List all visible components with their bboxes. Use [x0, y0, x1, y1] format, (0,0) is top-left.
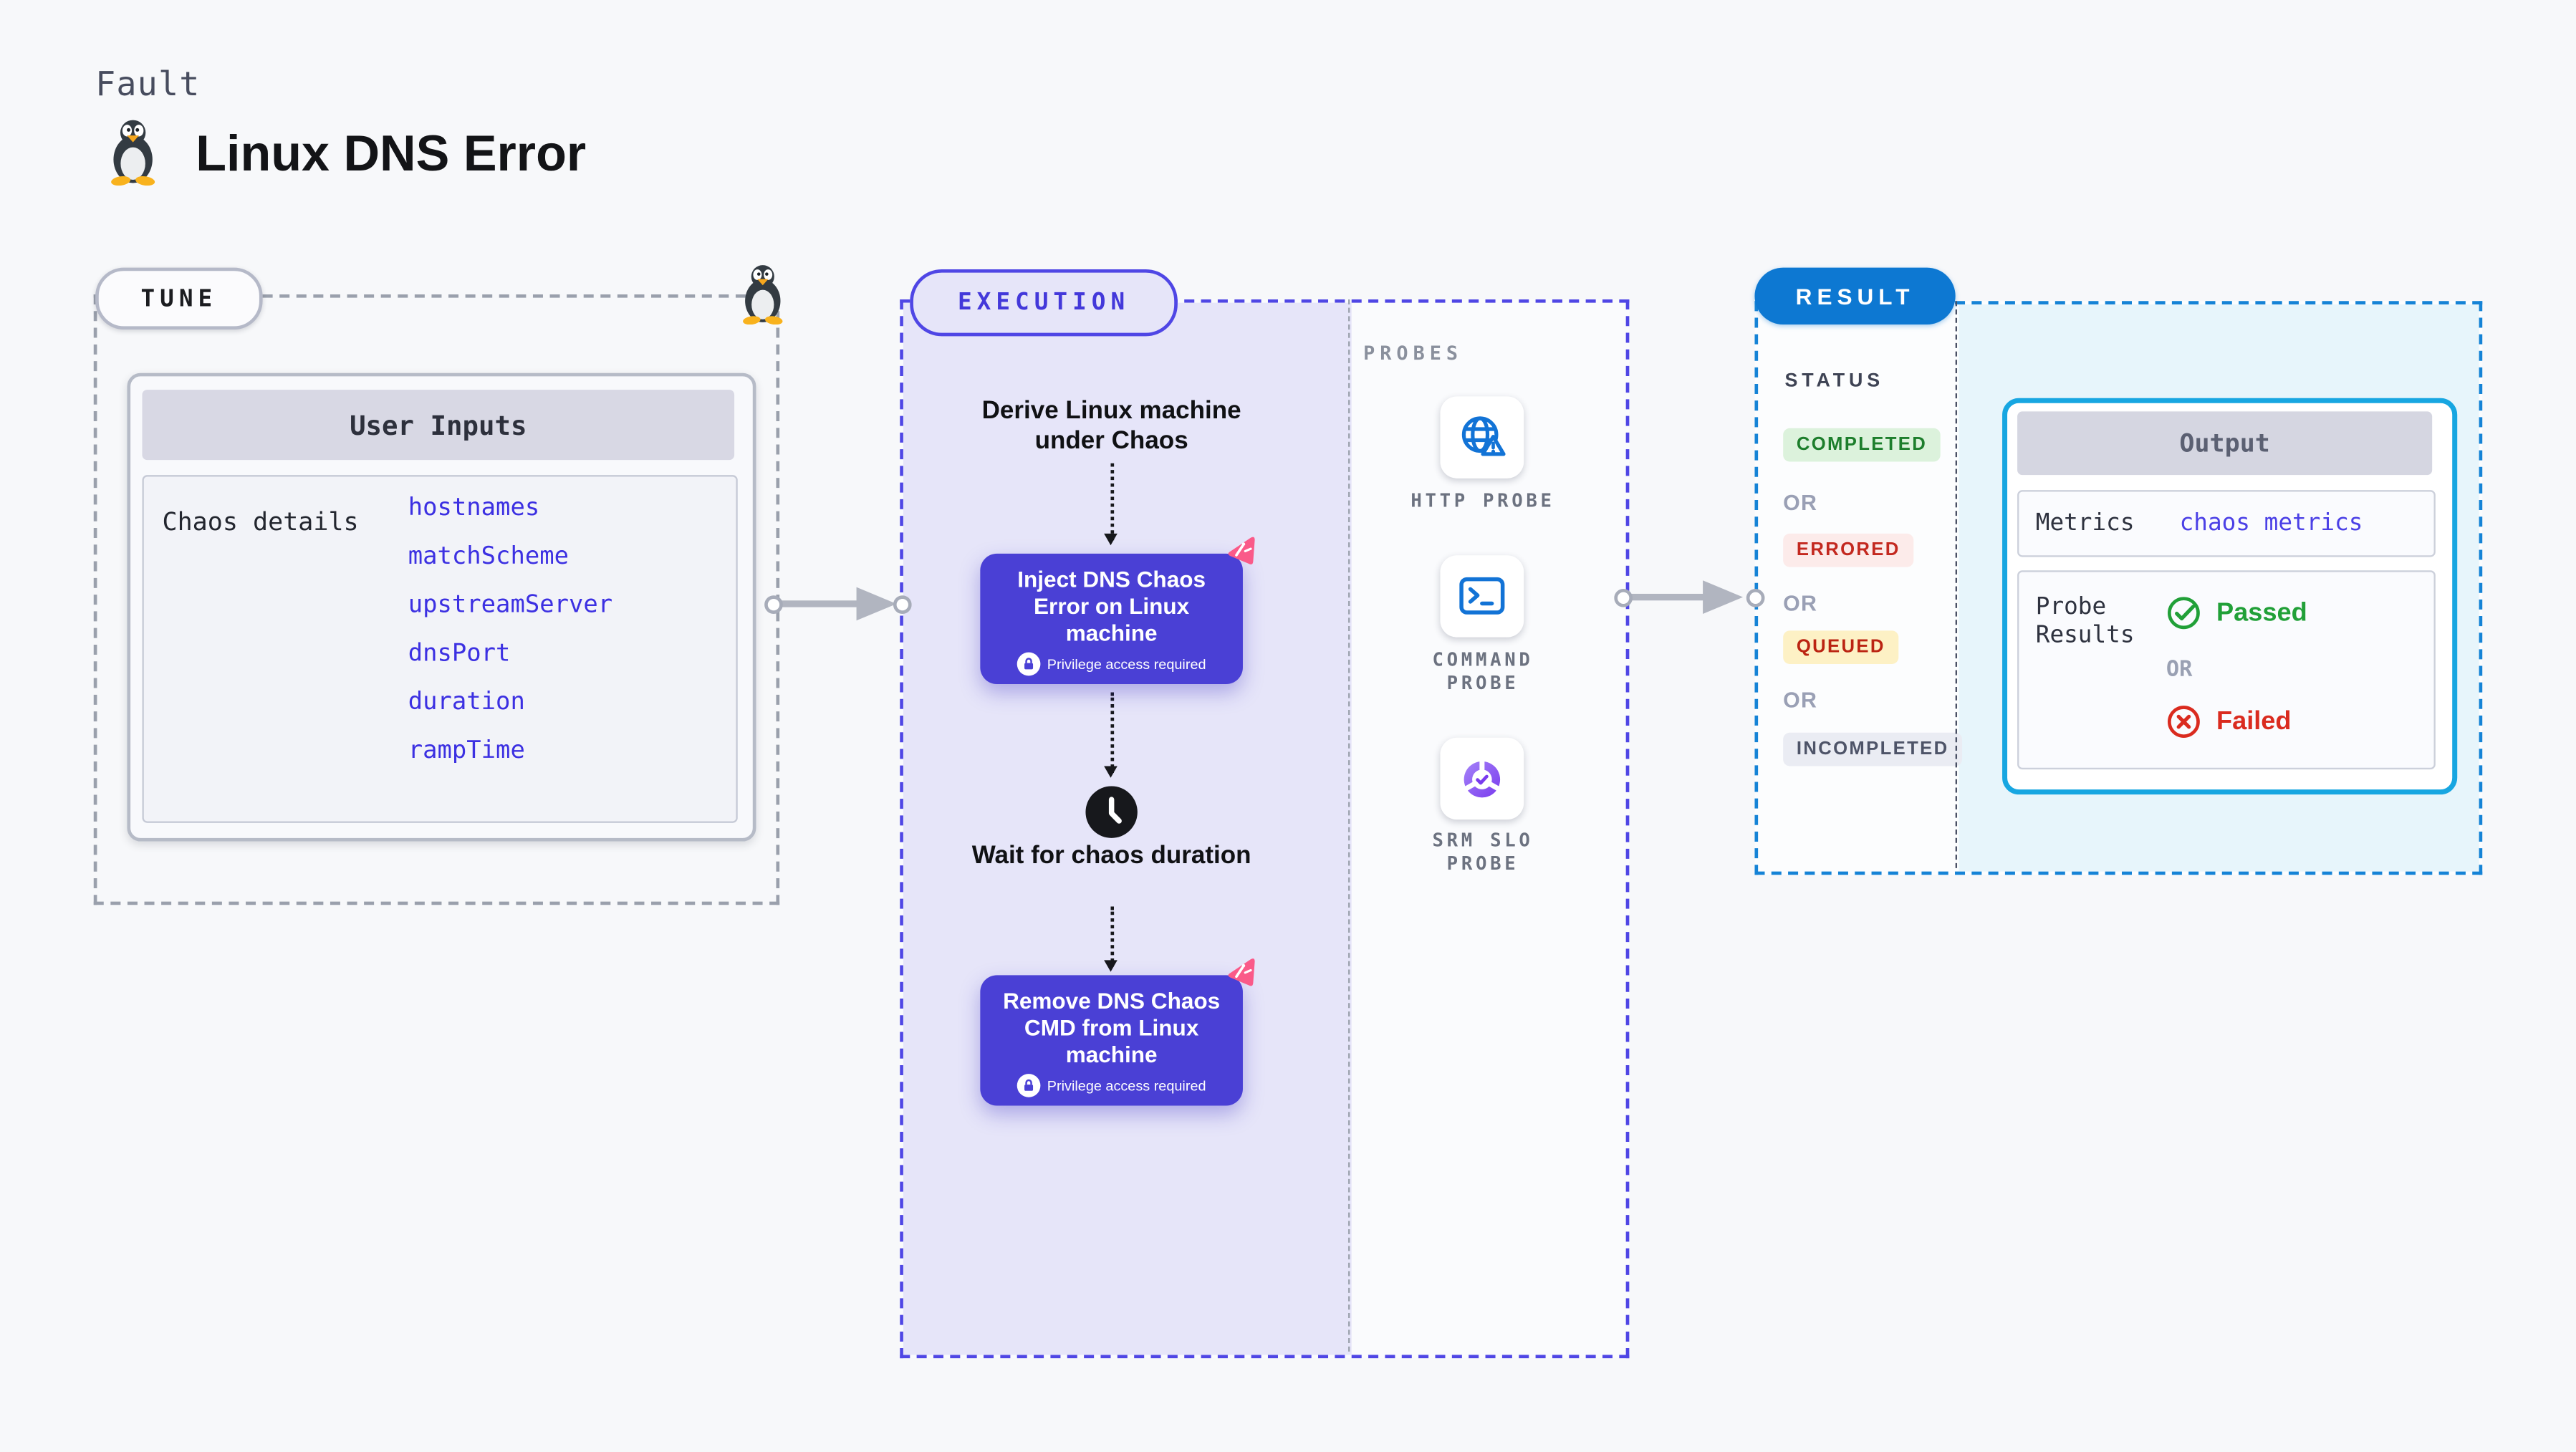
param-upstreamserver: upstreamServer: [408, 592, 613, 619]
fault-eyebrow: Fault: [95, 63, 201, 104]
execution-probes-divider: [1348, 299, 1350, 1352]
connector-dot: [1613, 587, 1632, 607]
inject-chaos-node: Inject DNS Chaos Error on Linux machine …: [980, 537, 1255, 685]
arrow-head: [856, 586, 897, 620]
passed-label: Passed: [2216, 597, 2307, 627]
wait-clock-icon: [1085, 786, 1138, 838]
command-probe-tile: [1440, 555, 1524, 638]
connector-dot: [892, 595, 911, 613]
lock-icon: [1017, 652, 1041, 676]
flow-connector: [1103, 463, 1118, 546]
lock-icon: [1017, 1074, 1041, 1097]
litmus-chaos-icon: [1228, 537, 1255, 564]
probe-failed-verdict: Failed: [2166, 704, 2292, 739]
status-heading: STATUS: [1784, 371, 1884, 392]
http-probe-label: HTTP PROBE: [1410, 490, 1555, 512]
probe-results-row: Probe Results Passed OR Failed: [2017, 570, 2436, 770]
param-dnsport: dnsPort: [408, 640, 511, 668]
wait-step-label: Wait for chaos duration: [971, 841, 1251, 870]
or-separator: OR: [1783, 687, 1818, 713]
result-badge: RESULT: [1754, 267, 1956, 325]
privilege-note: Privilege access required: [1047, 655, 1206, 673]
output-title: Output: [2017, 411, 2433, 476]
http-probe-tile: [1440, 396, 1524, 479]
flow-connector: [1103, 906, 1118, 972]
param-ramptime: rampTime: [408, 737, 525, 765]
user-inputs-body: [142, 475, 738, 823]
arrow-head: [1703, 580, 1744, 613]
param-hostnames: hostnames: [408, 495, 540, 522]
command-probe-label: COMMAND PROBE: [1432, 649, 1534, 693]
tune-badge: TUNE: [95, 267, 263, 330]
metrics-row: Metrics chaos metrics: [2017, 490, 2436, 557]
probe-results-label: Probe Results: [2035, 593, 2135, 650]
status-output-divider: [1955, 301, 1958, 868]
connector-dot: [1745, 587, 1764, 607]
arrow-shaft: [1630, 593, 1706, 601]
connector-dot: [763, 595, 782, 613]
chaos-details-label: Chaos details: [162, 506, 359, 537]
derive-step-label: Derive Linux machine under Chaos: [981, 396, 1241, 454]
param-matchscheme: matchScheme: [408, 543, 569, 571]
or-separator: OR: [1783, 590, 1818, 616]
arrow-shaft: [781, 600, 860, 608]
srm-slo-probe-tile: [1440, 737, 1524, 820]
user-inputs-title: User Inputs: [142, 390, 735, 461]
metrics-label: Metrics: [2035, 510, 2135, 537]
probe-passed-verdict: Passed: [2166, 595, 2307, 630]
linux-tux-icon: [111, 120, 155, 186]
globe-warning-icon: [1461, 416, 1505, 456]
privilege-note: Privilege access required: [1047, 1077, 1206, 1095]
status-errored-badge: ERRORED: [1783, 533, 1914, 567]
x-circle-icon: [2168, 706, 2200, 738]
status-incompleted-badge: INCOMPLETED: [1783, 732, 1963, 766]
flow-connector: [1103, 692, 1118, 778]
or-separator: OR: [1783, 490, 1818, 516]
linux-tux-icon-small: [743, 265, 783, 325]
page-title: Linux DNS Error: [196, 127, 587, 183]
probes-heading: PROBES: [1363, 341, 1464, 365]
check-circle-icon: [2168, 597, 2200, 630]
status-queued-badge: QUEUED: [1783, 630, 1899, 665]
litmus-chaos-icon: [1228, 958, 1255, 986]
remove-node-label: Remove DNS Chaos CMD from Linux machine: [1003, 989, 1221, 1067]
status-completed-badge: COMPLETED: [1783, 428, 1941, 462]
execution-badge: EXECUTION: [910, 269, 1178, 337]
or-separator: OR: [2166, 657, 2193, 683]
metrics-value: chaos metrics: [2179, 510, 2363, 537]
inject-node-label: Inject DNS Chaos Error on Linux machine: [1017, 567, 1206, 646]
chaos-param-list: hostnames matchScheme upstreamServer dns…: [408, 485, 612, 776]
failed-label: Failed: [2216, 706, 2292, 736]
param-duration: duration: [408, 689, 525, 716]
slo-donut-icon: [1463, 759, 1501, 797]
terminal-icon: [1459, 577, 1505, 615]
srm-slo-probe-label: SRM SLO PROBE: [1432, 830, 1534, 875]
remove-chaos-node: Remove DNS Chaos CMD from Linux machine …: [980, 958, 1255, 1106]
